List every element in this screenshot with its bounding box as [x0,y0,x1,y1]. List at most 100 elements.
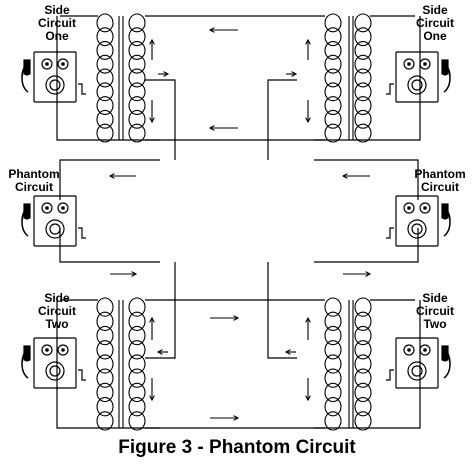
bell-center [45,206,49,210]
core-top-left [118,16,124,140]
wire-center-tap-bottom-right [267,262,297,359]
coil-loop [354,397,372,417]
arrow-second-wire [208,125,238,131]
coil-loop [96,123,114,143]
coil-loop [354,54,372,74]
arrow-bl-up [149,316,155,340]
arrow-head [305,395,311,402]
bell-center [423,348,427,352]
crank [386,227,394,239]
coil-loop [128,54,146,74]
coil-loop [354,13,372,33]
coil-loop [128,82,146,102]
transmitter [45,361,65,381]
arrow-top-wire [208,27,238,33]
bell [57,202,69,214]
coil-loop [354,382,372,403]
arrow-head [305,38,311,45]
arrow-phantom-left-bottom [110,271,138,277]
core-top-right [348,16,354,140]
wire-phantom-right-top [314,159,419,200]
telephone-side-two-left [21,337,86,389]
current-arrows [108,27,372,421]
coil-loop [96,368,114,388]
coil-loop [354,354,372,374]
coil-bottom-right-secondary [324,297,342,431]
coil-loop [354,123,372,143]
bell-center [407,206,411,210]
coil-loop [354,27,372,47]
coil-loop [324,354,342,374]
wire-center-tap-top-left [145,79,176,160]
coil-loop [324,82,342,102]
coil-bottom-right-primary [354,297,372,431]
bell-center [407,348,411,352]
coil-loop [128,354,146,374]
receiver-cap [441,68,449,76]
coil-loop [324,13,342,33]
coil-loop [96,311,114,331]
coil-bottom-left-primary [96,297,114,431]
coil-loop [128,13,146,33]
coil-loop [354,411,372,431]
coil-loop [324,54,342,74]
arrow-tap-bl [156,349,168,355]
coil-loop [96,54,114,74]
coil-loop [324,340,342,360]
crank [78,369,86,381]
wire-center-tap-bottom-left [145,262,176,359]
receiver-cap [441,212,449,220]
arrow-head [208,125,215,131]
coil-loop [324,382,342,403]
coil-loop [324,96,342,115]
core-bottom-right [348,300,354,428]
coil-loop [324,297,342,317]
coil-loop [96,354,114,374]
coil-loop [354,96,372,115]
coil-loop [96,96,114,115]
arrow-head [305,117,311,124]
transmitter [45,219,65,239]
bell [403,202,415,214]
telephone-side-two-right [386,337,451,389]
coil-loop [96,109,114,129]
coil-loop [128,41,146,60]
phone-box [33,337,77,389]
arrow-head [163,71,170,77]
coil-loop [128,68,146,88]
coil-loop [354,311,372,331]
coil-loop [96,13,114,33]
phone-box [395,337,439,389]
arrow-tr-up [305,38,311,60]
coil-top-right-secondary [324,13,342,143]
bell-center [61,206,65,210]
coil-loop [354,68,372,88]
crank [386,83,394,95]
arrow-tl-down [149,100,155,124]
wire-side-two-right-bottom [314,300,421,429]
coil-loop [324,27,342,47]
transmitter-center [411,365,423,377]
arrow-br-down [305,378,311,402]
coil-loop [324,123,342,143]
coil-loop [354,41,372,60]
arrow-head [305,316,311,323]
arrow-head [149,395,155,402]
coil-loop [128,368,146,388]
coil-loop [128,411,146,431]
arrow-tl-up [149,38,155,60]
arrow-head [291,71,298,77]
arrow-tr-down [305,100,311,124]
wire-side-one-right-bottom [314,16,421,141]
coil-loop [128,123,146,143]
phone-box [395,195,439,247]
coil-loop [96,82,114,102]
crank [386,369,394,381]
coil-loop [96,297,114,317]
arrow-head [365,271,372,277]
coil-loop [324,41,342,60]
